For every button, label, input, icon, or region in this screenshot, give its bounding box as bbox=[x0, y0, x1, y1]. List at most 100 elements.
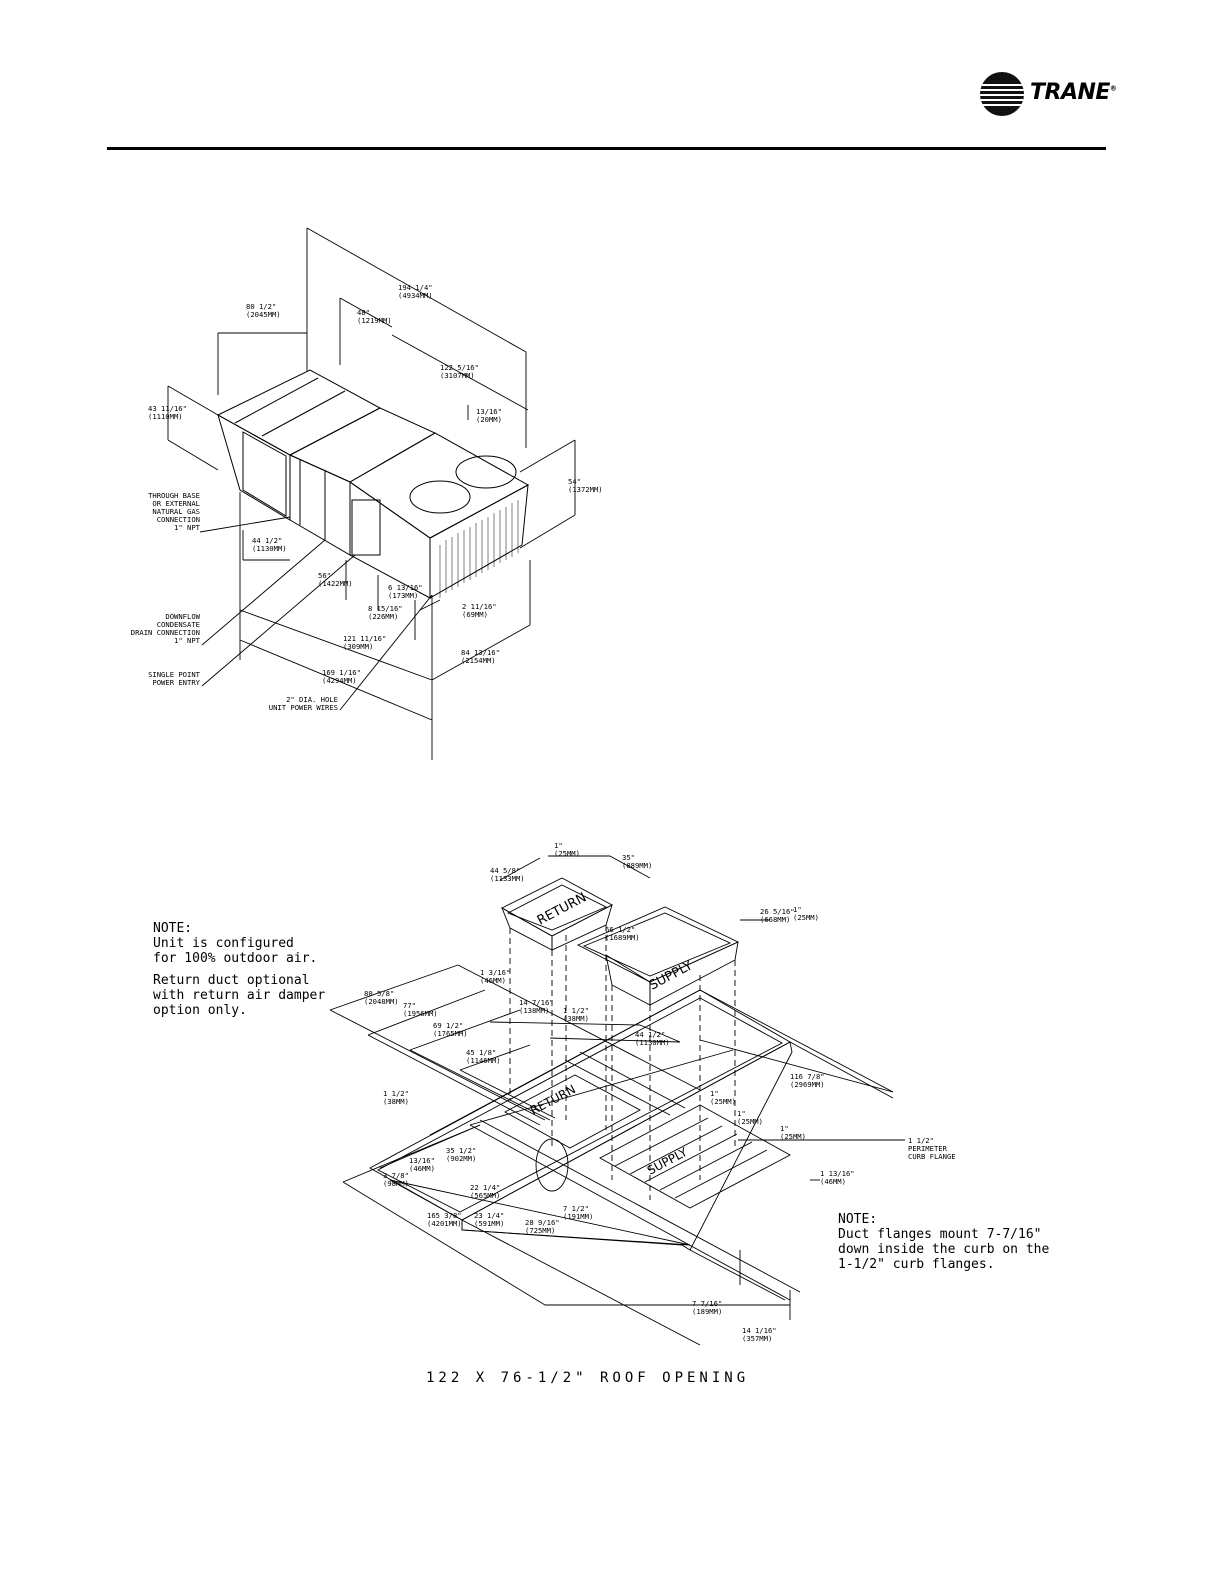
perimeter-curb-flange-label: PERIMETER bbox=[908, 1144, 948, 1153]
fig1-dimension-imperial: 8 15/16" bbox=[368, 604, 403, 613]
fig2-dimension-imperial: 14 7/16" bbox=[519, 998, 554, 1007]
fig1-dimension-metric: (173MM) bbox=[388, 591, 418, 600]
supply-duct-label: SUPPLY bbox=[647, 958, 696, 993]
fig1-callout-text: UNIT POWER WIRES bbox=[269, 703, 338, 712]
dimension-lines bbox=[167, 227, 576, 760]
fig1-dimension-metric: (4934MM) bbox=[398, 291, 433, 300]
fig1-callout-text: NATURAL GAS bbox=[152, 507, 200, 516]
curb-dimension-lines bbox=[329, 855, 905, 1320]
fig2-dimension-metric: (25MM) bbox=[737, 1117, 763, 1126]
fig2-dimension-imperial: 3 7/8" bbox=[383, 1171, 409, 1180]
header-rule bbox=[107, 147, 1106, 150]
fig2-dimension-metric: (1146MM) bbox=[466, 1056, 501, 1065]
fig2-dimension-imperial: 35 1/2" bbox=[446, 1146, 476, 1155]
fig1-callout-text: CONNECTION bbox=[157, 515, 200, 524]
fig1-dimension-metric: (1110MM) bbox=[148, 412, 183, 421]
fig2-dimension-imperial: 44 1/2" bbox=[635, 1030, 665, 1039]
fig1-dimension-imperial: 48" bbox=[357, 308, 370, 317]
fig2-dimension-metric: (565MM) bbox=[470, 1191, 500, 1200]
fig2-dimension-metric: (46MM) bbox=[409, 1164, 435, 1173]
fig1-dimension-metric: (1130MM) bbox=[252, 544, 287, 553]
fig1-dimension-metric: (226MM) bbox=[368, 612, 398, 621]
fig2-dimension-metric: (46MM) bbox=[480, 976, 506, 985]
fig2-dimension-metric: (38MM) bbox=[563, 1014, 589, 1023]
fig2-dimension-metric: (357MM) bbox=[742, 1334, 772, 1343]
fig2-dimension-imperial: 26 5/16" bbox=[760, 907, 795, 916]
fig2-dimension-imperial: 1" bbox=[710, 1089, 719, 1098]
fig1-dimension-imperial: 169 1/16" bbox=[322, 668, 361, 677]
note-outdoor-air: NOTE: Unit is configured for 100% outdoo… bbox=[153, 921, 326, 1018]
fig2-dimension-imperial: 45 1/8" bbox=[466, 1048, 496, 1057]
fig1-dimension-imperial: 56" bbox=[318, 571, 331, 580]
fig2-dimension-metric: (902MM) bbox=[446, 1154, 476, 1163]
fig2-dimension-metric: (1765MM) bbox=[433, 1029, 468, 1038]
fig1-callout-text: POWER ENTRY bbox=[152, 678, 200, 687]
fig2-dimension-imperial: 44 5/8" bbox=[490, 866, 520, 875]
note-duct-flanges: NOTE: Duct flanges mount 7-7/16" down in… bbox=[838, 1212, 1050, 1272]
fig2-dimension-imperial: 14 1/16" bbox=[742, 1326, 777, 1335]
fig1-dimension-imperial: 13/16" bbox=[476, 407, 502, 416]
supply-duct-label: SUPPLY bbox=[645, 1145, 690, 1178]
roof-curb-frame bbox=[369, 989, 894, 1346]
fig2-dimension-metric: (1689MM) bbox=[605, 933, 640, 942]
rooftop-unit-body bbox=[216, 369, 530, 599]
fig1-dimension-metric: (4294MM) bbox=[322, 676, 357, 685]
fig2-dimension-metric: (668MM) bbox=[760, 915, 790, 924]
fig2-dimension-metric: (4201MM) bbox=[427, 1219, 462, 1228]
fig1-callout-text: 2" DIA. HOLE bbox=[286, 695, 338, 704]
fig1-dimension-imperial: 43 11/16" bbox=[148, 404, 187, 413]
fig2-dimension-metric: (46MM) bbox=[820, 1177, 846, 1186]
fig2-dimension-metric: (1130MM) bbox=[635, 1038, 670, 1047]
fig2-dimension-metric: (38MM) bbox=[383, 1097, 409, 1106]
fig1-dimension-imperial: 2 11/16" bbox=[462, 602, 497, 611]
fig1-callout-text: OR EXTERNAL bbox=[152, 499, 200, 508]
fig1-callout-text: 1" NPT bbox=[174, 636, 201, 645]
fig2-dimension-metric: (138MM) bbox=[519, 1006, 549, 1015]
fig2-dimension-imperial: 69 1/2" bbox=[433, 1021, 463, 1030]
fig2-dimension-imperial: 1 3/16" bbox=[480, 968, 510, 977]
fig2-dimension-imperial: 66 1/2" bbox=[605, 925, 635, 934]
fig2-dimension-imperial: 1" bbox=[793, 905, 802, 914]
fig2-dimension-imperial: 35" bbox=[622, 853, 635, 862]
fig2-dimension-imperial: 13/16" bbox=[409, 1156, 435, 1165]
fig1-dimension-metric: (3107MM) bbox=[440, 371, 475, 380]
fig2-dimension-imperial: 1" bbox=[737, 1109, 746, 1118]
fig2-dimension-metric: (189MM) bbox=[692, 1307, 722, 1316]
fig1-dimension-metric: (1422MM) bbox=[318, 579, 353, 588]
fig1-dimension-metric: (1372MM) bbox=[568, 485, 603, 494]
fig1-dimension-imperial: 54" bbox=[568, 477, 581, 486]
fig2-dimension-imperial: 1 1/2" bbox=[563, 1006, 589, 1015]
perimeter-curb-flange-label: 1 1/2" bbox=[908, 1136, 934, 1145]
fig1-callout-text: SINGLE POINT bbox=[148, 670, 201, 679]
fig1-dimension-metric: (2045MM) bbox=[246, 310, 281, 319]
fig1-dimension-metric: (309MM) bbox=[343, 642, 373, 651]
fig1-dimension-imperial: 121 11/16" bbox=[343, 634, 386, 643]
fig1-dimension-imperial: 44 1/2" bbox=[252, 536, 282, 545]
callout-leaders bbox=[199, 516, 433, 711]
fig2-dimension-imperial: 7 1/2" bbox=[563, 1204, 589, 1213]
fig2-dimension-imperial: 116 7/8" bbox=[790, 1072, 825, 1081]
fig2-dimension-imperial: 7 7/16" bbox=[692, 1299, 722, 1308]
fig1-dimension-imperial: 122 5/16" bbox=[440, 363, 479, 372]
fig1-callout-text: THROUGH BASE bbox=[148, 491, 200, 500]
fig2-dimension-imperial: 80 5/8" bbox=[364, 989, 394, 998]
fig2-dimension-metric: (725MM) bbox=[525, 1226, 555, 1235]
fig2-dimension-metric: (889MM) bbox=[622, 861, 652, 870]
fig1-dimension-metric: (20MM) bbox=[476, 415, 502, 424]
fig1-callout-text: DOWNFLOW bbox=[165, 612, 200, 621]
fig2-dimension-metric: (591MM) bbox=[474, 1219, 504, 1228]
fig2-dimension-metric: (98MM) bbox=[383, 1179, 409, 1188]
fig2-dimension-metric: (25MM) bbox=[780, 1132, 806, 1141]
return-duct-label: RETURN bbox=[528, 1082, 578, 1118]
fig2-dimension-metric: (1956MM) bbox=[403, 1009, 438, 1018]
fig1-dimension-imperial: 80 1/2" bbox=[246, 302, 276, 311]
fig2-dimension-imperial: 165 3/8" bbox=[427, 1211, 462, 1220]
fig2-dimension-imperial: 22 1/4" bbox=[470, 1183, 500, 1192]
fig2-dimension-metric: (2048MM) bbox=[364, 997, 399, 1006]
fig2-dimension-metric: (1133MM) bbox=[490, 874, 525, 883]
fig2-dimension-imperial: 23 1/4" bbox=[474, 1211, 504, 1220]
fig2-dimension-metric: (2969MM) bbox=[790, 1080, 825, 1089]
fig2-dimension-imperial: 1" bbox=[554, 841, 563, 850]
